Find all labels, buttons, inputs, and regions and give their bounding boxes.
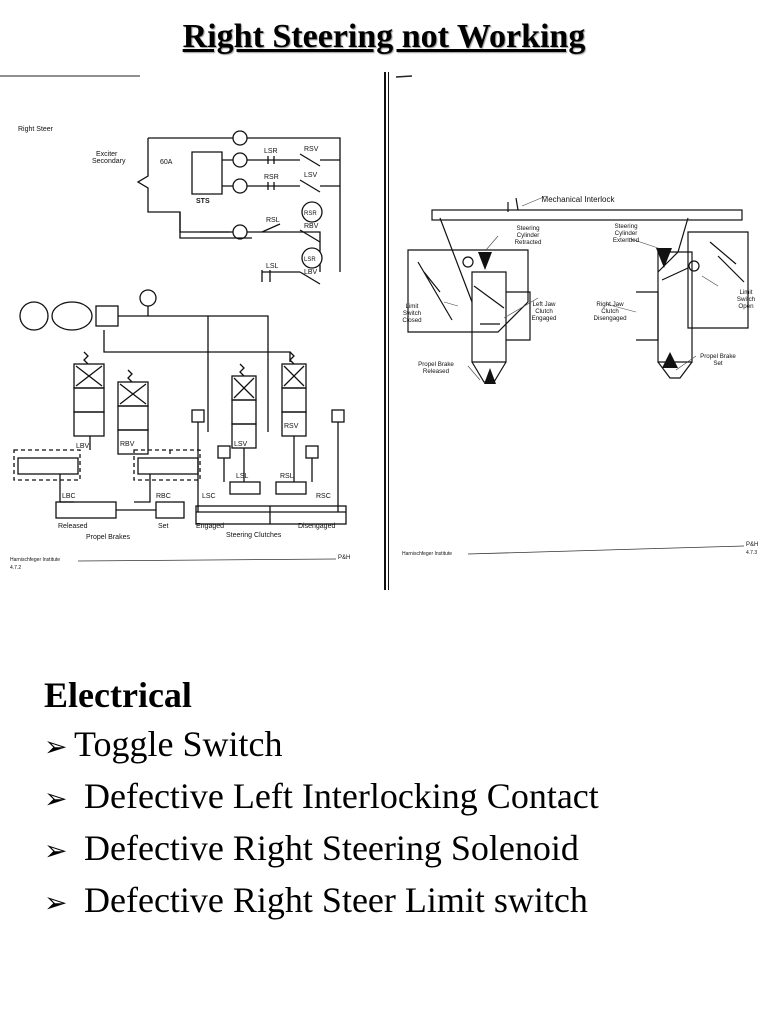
lsv-label: LSV — [304, 172, 318, 179]
arrow-bullet-icon: ➢ — [44, 784, 68, 815]
rsv-valve-label: RSV — [284, 423, 299, 430]
footer-institute-right: Harnischfeger Institute — [402, 551, 452, 557]
brake-set-2: Set — [713, 360, 723, 367]
right-jaw-1: Right Jaw — [596, 301, 624, 308]
left-jaw-2: Clutch — [535, 308, 553, 315]
brake-released-1: Propel Brake — [418, 361, 454, 368]
footer-institute: Harnischfeger Institute — [10, 557, 60, 563]
limit-closed-3: Closed — [402, 317, 422, 324]
page-title: Right Steering not Working — [182, 18, 586, 55]
lsc-label: LSC — [202, 493, 216, 500]
item-text: Defective Right Steer Limit switch — [84, 880, 588, 920]
rsr-coil-label: RSR — [304, 211, 317, 217]
brake-set-1: Propel Brake — [700, 353, 736, 360]
exciter-secondary-label: Secondary — [92, 158, 126, 165]
item-text: Defective Left Interlocking Contact — [84, 776, 599, 816]
steering-clutches-label: Steering Clutches — [226, 532, 282, 539]
list-item: ➢ Defective Right Steer Limit switch — [44, 876, 754, 928]
item-text: Toggle Switch — [74, 724, 283, 764]
exciter-label: Exciter — [96, 151, 118, 158]
footer-page: 4.7.2 — [10, 565, 21, 571]
footer-ph-right: P&H — [746, 542, 758, 548]
mechanical-interlock-label: Mechanical Interlock — [542, 195, 616, 204]
rbv-label: RBV — [304, 223, 319, 230]
lsr-coil-label: LSR — [304, 257, 316, 263]
footer-ph: P&H — [338, 555, 350, 561]
disengaged-label: Disengaged — [298, 523, 335, 530]
sts-label: STS — [196, 198, 210, 205]
steer-extended-1: Steering — [614, 223, 638, 230]
lsl2-label: LSL — [236, 473, 249, 480]
arrow-bullet-icon: ➢ — [44, 732, 68, 763]
right-steer-schematic: Right Steer Exciter Secondary 60A STS LS… — [0, 72, 388, 590]
rsv-label: RSV — [304, 146, 319, 153]
limit-open-2: Switch — [737, 296, 756, 303]
arrow-bullet-icon: ➢ — [44, 888, 68, 919]
steer-retracted-1: Steering — [516, 225, 540, 232]
rbv-valve-label: RBV — [120, 441, 135, 448]
caption-right-steer: Right Steer — [18, 126, 54, 133]
rbc-label: RBC — [156, 493, 171, 500]
steer-retracted-2: Cylinder — [517, 232, 540, 239]
item-text: Defective Right Steering Solenoid — [84, 828, 579, 868]
footer-page-right: 4.7.3 — [746, 550, 757, 556]
limit-open-3: Open — [738, 303, 754, 310]
left-jaw-1: Left Jaw — [532, 301, 556, 308]
arrow-bullet-icon: ➢ — [44, 836, 68, 867]
lbc-label: LBC — [62, 493, 76, 500]
list-item: ➢ Defective Left Interlocking Contact — [44, 772, 754, 824]
set-label: Set — [158, 523, 169, 530]
propel-brakes-label: Propel Brakes — [86, 534, 130, 541]
rsl2-label: RSL — [280, 473, 294, 480]
right-jaw-2: Clutch — [601, 308, 619, 315]
left-jaw-3: Engaged — [532, 315, 557, 322]
lsv-valve-label: LSV — [234, 441, 248, 448]
steer-extended-3: Extended — [613, 237, 640, 244]
lbv-valve-label: LBV — [76, 443, 90, 450]
lbv-label: LBV — [304, 269, 318, 276]
engaged-label: Engaged — [196, 523, 224, 530]
released-label: Released — [58, 523, 88, 530]
rsr-contact-label: RSR — [264, 174, 279, 181]
electrical-heading: Electrical — [44, 675, 192, 715]
rsl-label: RSL — [266, 217, 280, 224]
right-jaw-3: Disengaged — [593, 315, 627, 322]
list-item: ➢ Defective Right Steering Solenoid — [44, 824, 754, 876]
list-item: ➢ Toggle Switch — [44, 720, 754, 772]
electrical-causes: Electrical ➢ Toggle Switch ➢ Defective L… — [44, 672, 754, 928]
rsc-label: RSC — [316, 493, 331, 500]
mechanical-interlock-drawing: Mechanical Interlock Steering Cylinder R… — [388, 72, 768, 590]
lsl-label: LSL — [266, 263, 279, 270]
limit-open-1: Limit — [739, 289, 752, 296]
limit-closed-2: Switch — [403, 310, 422, 317]
steer-extended-2: Cylinder — [615, 230, 638, 237]
limit-closed-1: Limit — [405, 303, 418, 310]
steer-retracted-3: Retracted — [515, 239, 542, 246]
fuse-label: 60A — [160, 159, 173, 166]
lsr-contact-label: LSR — [264, 148, 278, 155]
brake-released-2: Released — [423, 368, 450, 375]
